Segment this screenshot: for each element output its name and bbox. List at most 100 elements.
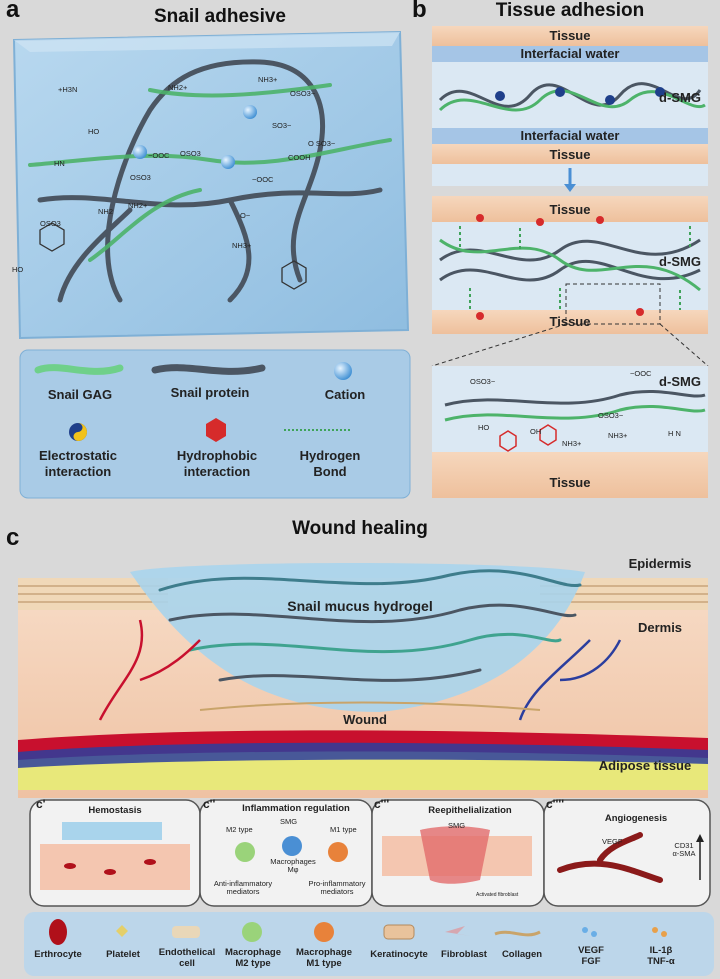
chem-h3n: +H3N [58, 85, 78, 94]
chem-so3-mid: SO3− [272, 121, 292, 130]
b-dsmg-2: d-SMG [659, 254, 701, 269]
b-zoom-oh: OH [530, 427, 542, 436]
b-zoom-tissue: Tissue [549, 475, 591, 490]
subpanel-1-letter: c' [36, 797, 46, 811]
panel-c-title: Wound healing [292, 518, 428, 539]
c-hydrogel: Snail mucus hydrogel [287, 598, 433, 614]
subpanel-3-title: Reepithelialization [428, 805, 512, 816]
legend-endothelial-cell: Endothelical cell [158, 947, 216, 969]
b-mid-tissue-bottom: Tissue [549, 314, 591, 329]
chem-oso3-left: OSO3 [130, 173, 151, 182]
chem-ho-1: HO [88, 127, 100, 136]
b-interfacial-water-top: Interfacial water [520, 46, 620, 61]
chem-ooc: −OOC [148, 151, 170, 160]
b-zoom-ho: HO [478, 423, 490, 432]
reepithelialization-sketch [382, 826, 532, 884]
legend-fibroblast: Fibroblast [441, 949, 487, 960]
c-epidermis: Epidermis [628, 556, 692, 571]
c-adipose: Adipose tissue [598, 758, 692, 773]
subpanel-3-note: Activated fibroblast [476, 892, 519, 898]
hemostasis-sketch [40, 822, 190, 890]
b-zoom-oso3: OSO3− [470, 377, 496, 386]
subpanel-3-smg: SMG [448, 821, 466, 830]
legend-snail-protein: Snail protein [170, 385, 250, 400]
b-interfacial-water-bottom: Interfacial water [520, 128, 620, 143]
panel-b-title: Tissue adhesion [495, 0, 645, 21]
legend-macrophage-m1: Macrophage M1 type [296, 947, 352, 969]
subpanel-4-vegf: VEGF [602, 837, 623, 846]
legend-platelet: Platelet [106, 949, 140, 960]
legend-snail-gag: Snail GAG [47, 387, 113, 402]
legend-erthrocyte: Erthrocyte [34, 949, 82, 960]
b-zoom-nh3b: NH3+ [608, 431, 628, 440]
panel-a-cations [133, 105, 257, 169]
inflammation-sketch [235, 836, 348, 862]
panel-b-interface-1 [432, 26, 708, 186]
chem-ho-2: HO [12, 265, 24, 274]
subpanel-1-title: Hemostasis [88, 805, 142, 816]
b-dsmg-1: d-SMG [659, 90, 701, 105]
panel-a-letter: a [6, 0, 20, 23]
chem-cooh: COOH [288, 153, 311, 162]
panel-b-zoom [432, 366, 708, 498]
panel-b-letter: b [412, 0, 427, 23]
chem-guan-top: NH2+ [168, 83, 188, 92]
b-top-tissue: Tissue [549, 28, 591, 43]
panel-a-gag-chains [28, 83, 392, 262]
b-bottom-tissue: Tissue [549, 147, 591, 162]
b-zoom-nh3: NH3+ [562, 439, 582, 448]
subpanel-2-pro: Pro-inflammatory mediators [308, 879, 366, 897]
legend-collagen: Collagen [501, 949, 543, 960]
angiogenesis-sketch [557, 832, 704, 883]
legend-keratinocyte: Keratinocyte [370, 949, 428, 960]
chem-so3-right: OSO3 [40, 219, 61, 228]
legend-il1b-tnfa: IL-1β TNF-α [647, 945, 675, 967]
subpanel-2-letter: c'' [203, 797, 216, 811]
zoom-line-right [659, 323, 709, 367]
subpanel-2-smg: SMG [280, 817, 298, 826]
chem-hn: HN [54, 159, 65, 168]
panel-b-arrowhead [564, 184, 576, 192]
chem-ooc-left: −OOC [252, 175, 274, 184]
chem-nh3-top: NH3+ [258, 75, 278, 84]
panel-a-aromatic-rings [39, 222, 307, 290]
chem-oso3-mid: OSO3 [180, 149, 201, 158]
legend-vegf-fgf: VEGF FGF [578, 945, 604, 967]
subpanel-4-letter: c'''' [546, 797, 565, 811]
panel-b-interface-2 [432, 196, 708, 334]
zoom-line-left [431, 323, 567, 367]
chem-o-oso3: O SO3− [308, 139, 336, 148]
skin-cross-section [18, 563, 708, 798]
chem-oso3-top: OSO3− [290, 89, 316, 98]
b-zoom-ooc: −OOC [630, 369, 652, 378]
b-mid-tissue-top: Tissue [549, 202, 591, 217]
legend-cation: Cation [324, 387, 366, 402]
panel-a-title: Snail adhesive [153, 6, 286, 27]
chem-nh3-low: NH3+ [232, 241, 252, 250]
b-zoom-hn: H N [668, 429, 681, 438]
legend-electrostatic: Electrostatic interaction [38, 448, 118, 479]
subpanel-2-title: Inflammation regulation [242, 803, 350, 814]
subpanel-2-m2: M2 type [226, 825, 253, 834]
subpanel-2-anti: Anti-inflammatory mediators [213, 879, 273, 897]
panel-c-letter: c [6, 524, 20, 551]
panel-a-protein-chains [37, 59, 383, 303]
b-zoom-dsmg: d-SMG [659, 374, 701, 389]
legend-macrophage-m2: Macrophage M2 type [225, 947, 281, 969]
subpanel-4-markers: CD31 α-SMA [672, 841, 696, 859]
subpanel-3-letter: c''' [374, 797, 390, 811]
legend-hydrophobic: Hydrophobic interaction [176, 448, 258, 479]
legend-hydrogen-bond: Hydrogen Bond [299, 448, 361, 479]
b-zoom-oso3b: OSO3− [598, 411, 624, 420]
subpanel-2-m1: M1 type [330, 825, 357, 834]
c-dermis: Dermis [637, 620, 683, 635]
subpanel-4-title: Angiogenesis [604, 813, 668, 824]
panel-a-gel-block [12, 30, 410, 340]
legend-a-symbols [34, 362, 352, 442]
chem-o-minus: O− [240, 211, 251, 220]
subpanel-2-macrophages: Macrophages Mφ [270, 857, 316, 875]
c-wound: Wound [343, 712, 387, 727]
chem-nh2plus: NH2+ [128, 201, 148, 210]
chem-nh2: NH2 [98, 207, 114, 216]
